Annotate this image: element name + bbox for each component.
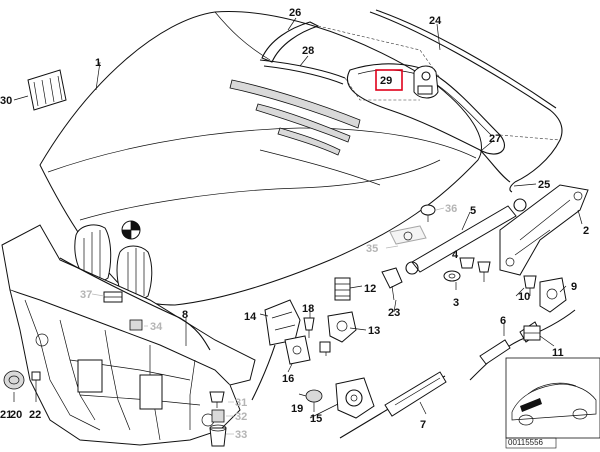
- vehicle-thumbnail: [505, 357, 600, 439]
- bumper-12[interactable]: [334, 277, 351, 301]
- label-34[interactable]: 34: [150, 321, 163, 333]
- label-33[interactable]: 33: [235, 429, 247, 441]
- leader-lines: [13, 17, 583, 435]
- label-16[interactable]: 16: [282, 373, 294, 385]
- label-22[interactable]: 22: [29, 409, 41, 421]
- label-5[interactable]: 5: [470, 205, 476, 217]
- highlight-box-29: [375, 69, 403, 91]
- label-30[interactable]: 30: [0, 95, 12, 107]
- label-11[interactable]: 11: [552, 347, 564, 359]
- part-labels: 1 2 3 4 5 6 7 8 9 10 11 12 13 14 15 16 3…: [0, 7, 589, 441]
- bolt-23[interactable]: [381, 267, 403, 301]
- striker-13[interactable]: [327, 311, 357, 343]
- buffer-21[interactable]: [3, 370, 25, 390]
- seal-block-30[interactable]: [27, 69, 67, 111]
- label-32[interactable]: 32: [235, 411, 247, 423]
- label-1[interactable]: 1: [95, 57, 101, 69]
- reference-code-box: [505, 437, 557, 449]
- latch-15[interactable]: [335, 377, 375, 419]
- screw-18[interactable]: [303, 317, 315, 338]
- hood-clip-29-detail[interactable]: [413, 65, 439, 99]
- label-35[interactable]: 35: [366, 243, 378, 255]
- label-8[interactable]: 8: [182, 309, 188, 321]
- label-6[interactable]: 6: [500, 315, 506, 327]
- label-13[interactable]: 13: [368, 325, 380, 337]
- bracket-35[interactable]: [389, 225, 427, 245]
- nut-11[interactable]: [523, 325, 541, 341]
- label-31[interactable]: 31: [235, 397, 247, 409]
- label-36[interactable]: 36: [445, 203, 457, 215]
- label-4[interactable]: 4: [452, 249, 459, 261]
- bolt-36[interactable]: [420, 204, 436, 222]
- hood-panel[interactable]: [39, 11, 482, 306]
- bolt-4b[interactable]: [477, 261, 491, 282]
- screw-22[interactable]: [31, 371, 41, 395]
- label-19[interactable]: 19: [291, 403, 303, 415]
- label-7[interactable]: 7: [420, 419, 426, 431]
- clip-4[interactable]: [459, 257, 475, 269]
- label-20[interactable]: 20: [10, 409, 22, 421]
- label-10[interactable]: 10: [518, 291, 530, 303]
- front-panel-frame[interactable]: [1, 224, 256, 446]
- label-37[interactable]: 37: [80, 289, 92, 301]
- hood-hinge-2[interactable]: [499, 184, 589, 276]
- label-9[interactable]: 9: [571, 281, 577, 293]
- label-12[interactable]: 12: [364, 283, 376, 295]
- diagram-reference-code: 00115556: [508, 438, 544, 447]
- hood-seal-front[interactable]: [369, 9, 563, 193]
- screw-10[interactable]: [523, 275, 537, 296]
- label-27[interactable]: 27: [489, 133, 501, 145]
- label-15[interactable]: 15: [310, 413, 322, 425]
- label-14[interactable]: 14: [244, 311, 257, 323]
- hood-lock-16[interactable]: [284, 335, 311, 365]
- label-2[interactable]: 2: [583, 225, 589, 237]
- pad-34[interactable]: [129, 319, 143, 331]
- release-cable-8[interactable]: [59, 257, 211, 351]
- grey-clip-37[interactable]: [103, 291, 123, 303]
- gas-strut-5[interactable]: [405, 198, 527, 275]
- lock-bracket-14[interactable]: [251, 299, 301, 401]
- label-28[interactable]: 28: [302, 45, 314, 57]
- washer-3[interactable]: [443, 270, 461, 282]
- label-18[interactable]: 18: [302, 303, 314, 315]
- label-23[interactable]: 23: [388, 307, 400, 319]
- label-3[interactable]: 3: [453, 297, 459, 309]
- bracket-9[interactable]: [539, 277, 567, 313]
- bushing-32[interactable]: [211, 409, 225, 423]
- label-29[interactable]: 29: [380, 75, 392, 87]
- clip-10b[interactable]: [319, 341, 331, 353]
- bolt-31[interactable]: [209, 391, 225, 408]
- label-26[interactable]: 26: [289, 7, 301, 19]
- bumper-33[interactable]: [209, 424, 227, 447]
- bolt-19[interactable]: [305, 389, 323, 412]
- seal-strip-28[interactable]: [259, 59, 346, 85]
- label-25[interactable]: 25: [538, 179, 550, 191]
- label-21[interactable]: 21: [0, 409, 12, 421]
- cable-7[interactable]: [339, 371, 447, 439]
- label-24[interactable]: 24: [429, 15, 442, 27]
